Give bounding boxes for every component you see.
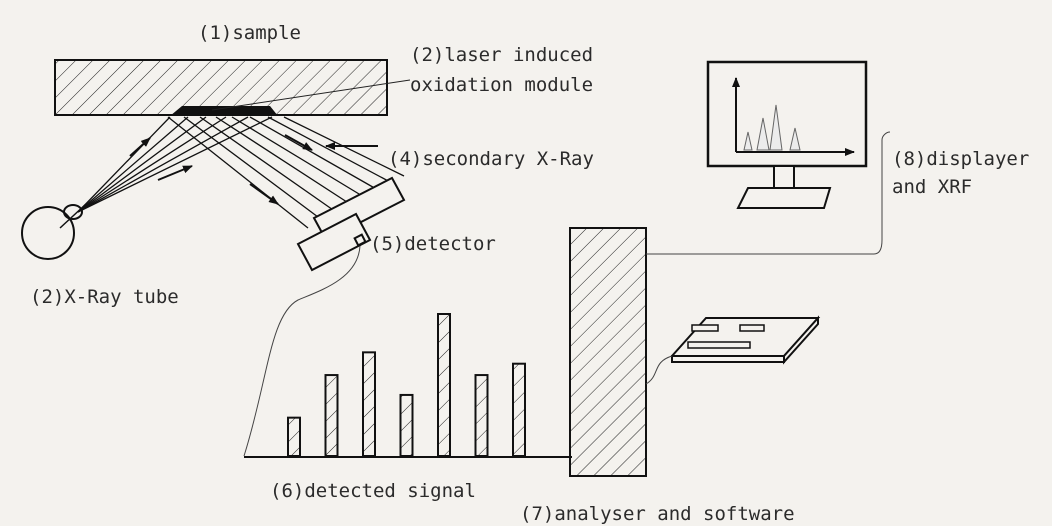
keyboard [669,315,821,365]
label-analyser: (7)analyser and software [520,503,795,525]
signal-bar [287,416,301,458]
detector [296,176,406,272]
signal-bar [474,374,489,457]
label-displayer-line1: (8)displayer [892,148,1030,170]
label-sample: (1)sample [198,22,301,44]
secondary-xray-rays [167,116,405,229]
signal-bar [362,351,376,457]
detected-signal-plot [244,313,572,458]
primary-xray-beam [77,116,273,213]
signal-bar [512,362,526,458]
label-xray-tube: (2)X-Ray tube [30,286,179,308]
detector-signal-cable [243,245,361,457]
label-secondary-xray: (4)secondary X-Ray [388,148,594,170]
xrf-spectrum [732,77,855,156]
laser-module [170,79,411,116]
label-displayer-line2: and XRF [892,176,973,198]
signal-bar [437,313,451,457]
label-laser-module-line2: oxidation module [410,74,594,96]
label-detected-signal: (6)detected signal [270,480,476,502]
sample-block [54,59,388,116]
display-monitor [706,60,868,209]
label-laser-module-line1: (2)laser induced [410,44,594,66]
analyser-cabinet [569,227,647,477]
xray-tube [21,203,87,260]
label-detector: (5)detector [370,233,496,255]
analyser-display-cable [646,131,891,255]
signal-bar [324,374,339,457]
signal-bar [399,393,414,458]
keyboard-cable [645,355,673,385]
